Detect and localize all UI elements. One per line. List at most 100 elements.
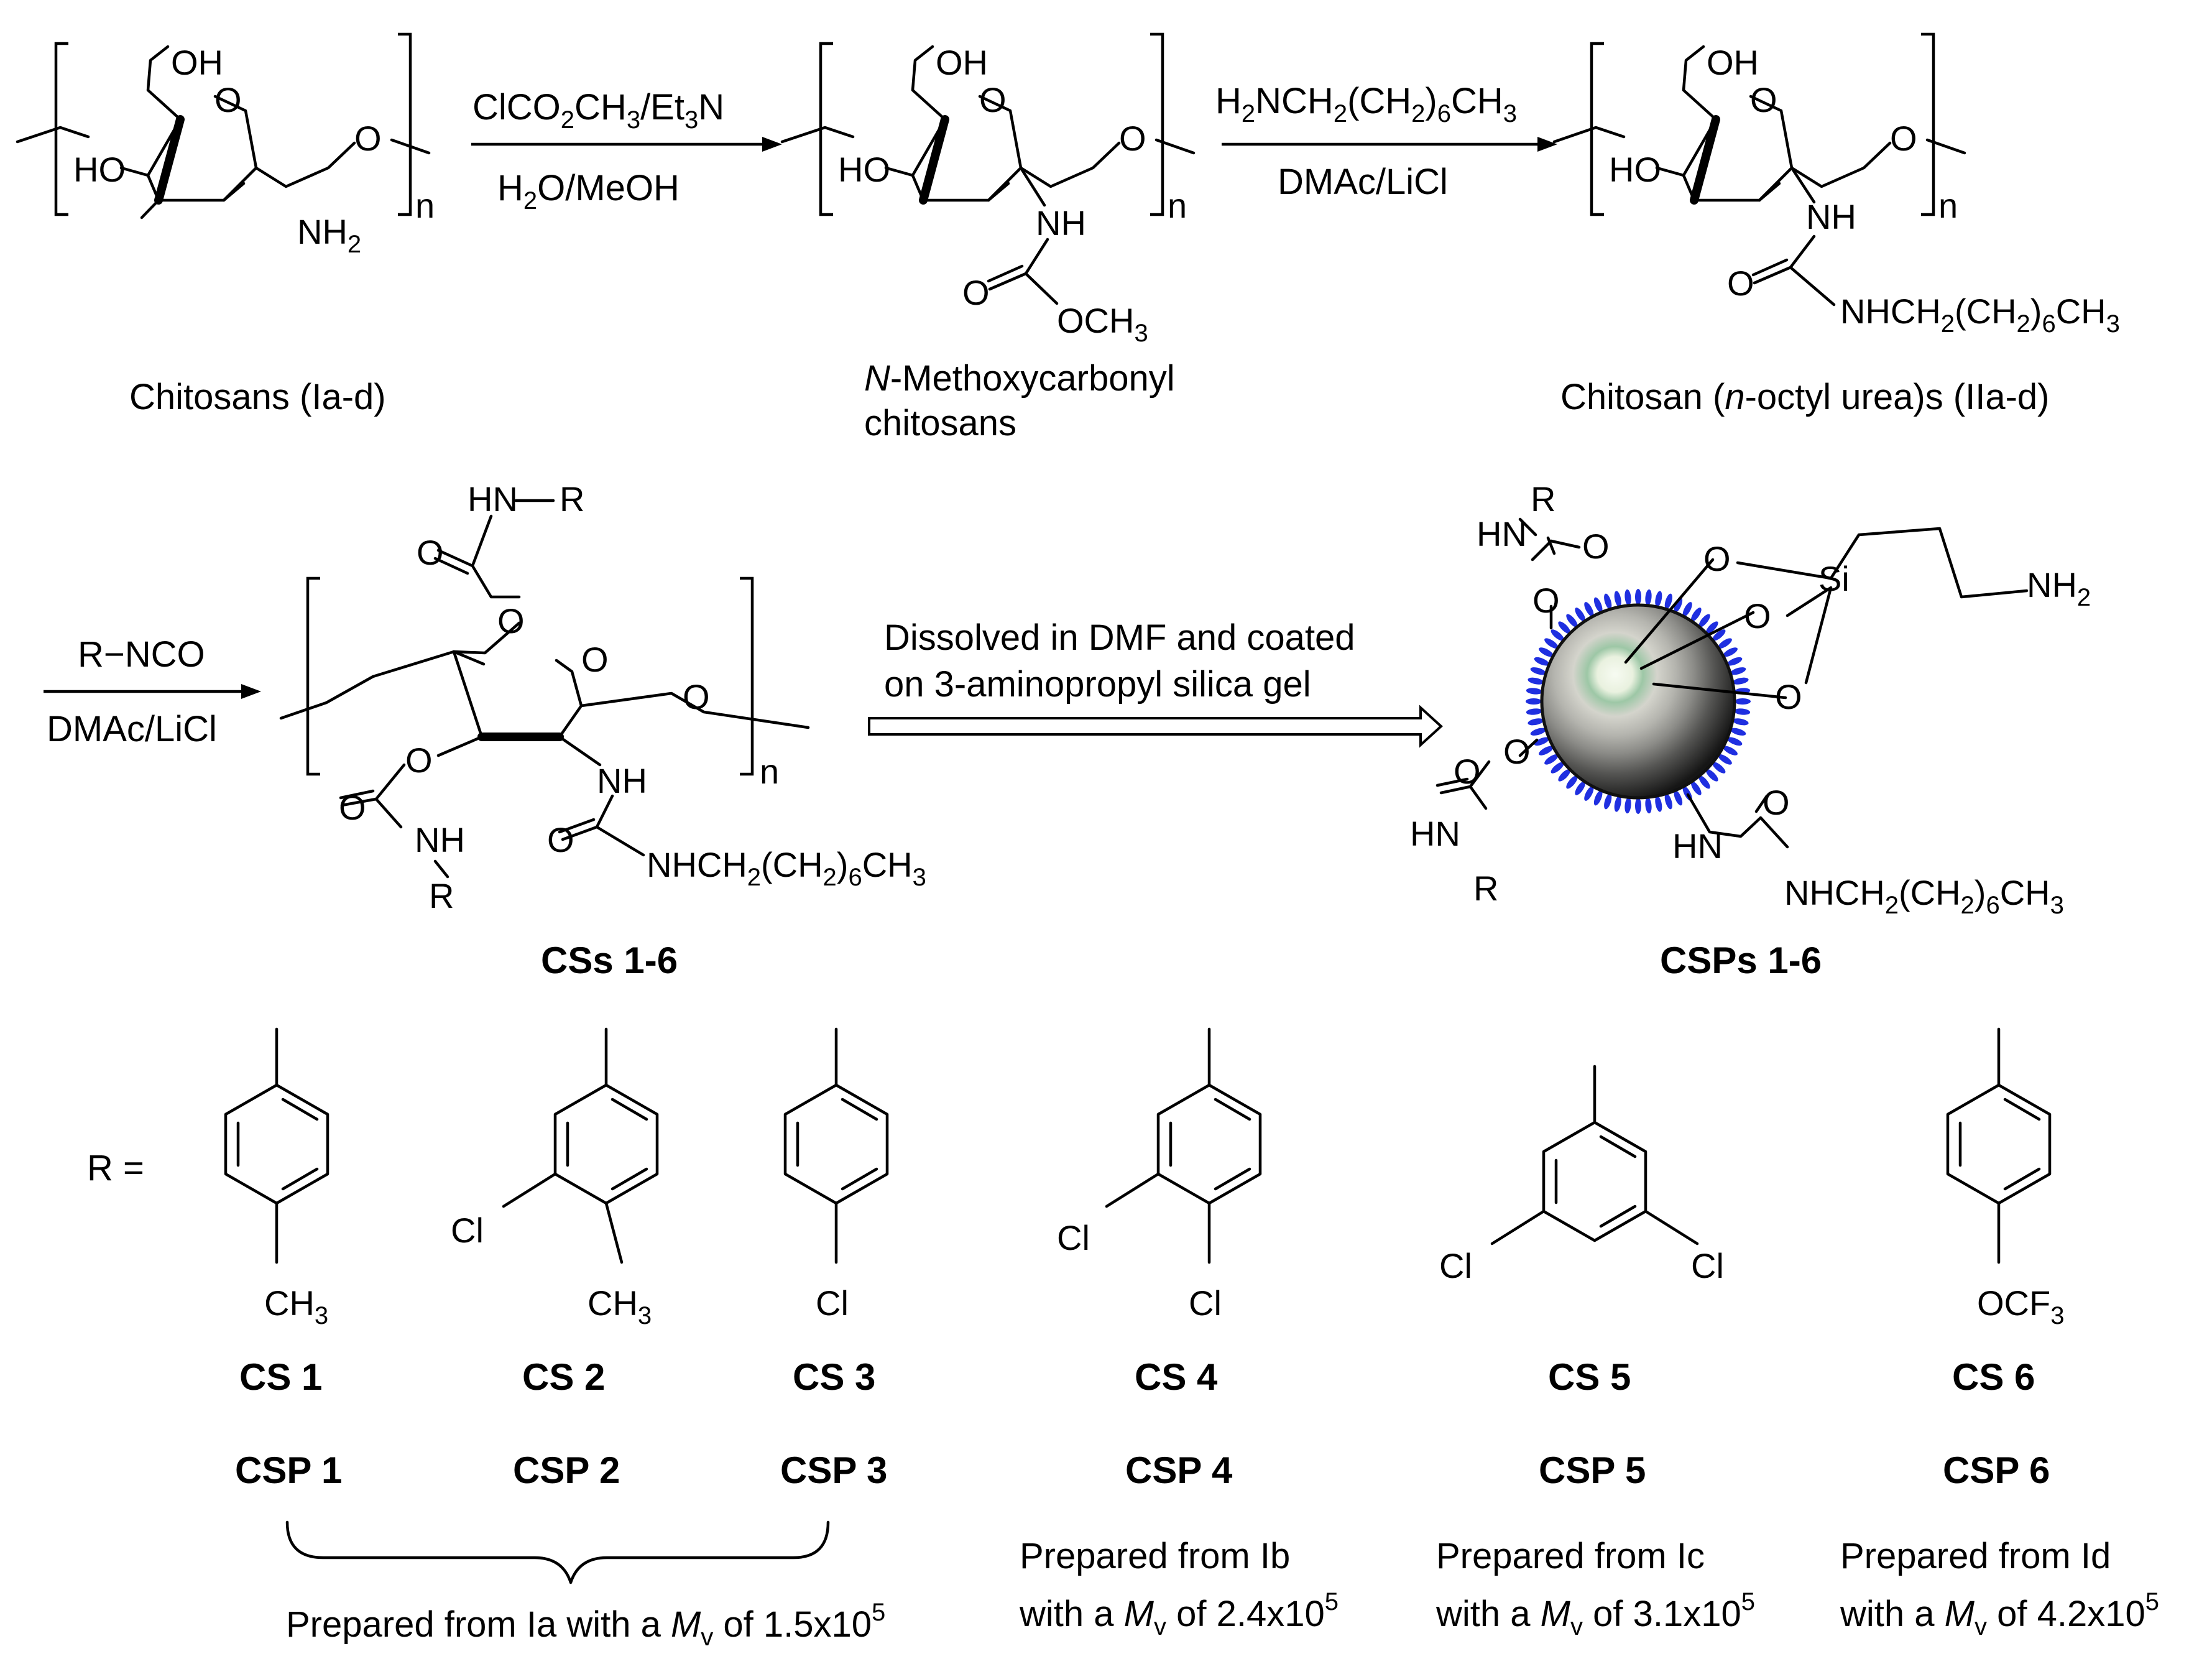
svg-text:on 3-aminopropyl silica gel: on 3-aminopropyl silica gel	[884, 664, 1311, 705]
csp5-label: CSP 5	[1539, 1449, 1646, 1491]
brush-strand	[1712, 762, 1726, 774]
svg-text:HO: HO	[838, 150, 890, 189]
svg-text:R: R	[560, 479, 584, 519]
brush-strand	[1530, 728, 1546, 736]
brush-strand	[1551, 629, 1564, 641]
reaction-arrow-3: R−NCO DMAc/LiCl	[44, 634, 261, 749]
brush-strand	[1645, 589, 1652, 606]
cs6-label: CS 6	[1952, 1356, 2035, 1398]
svg-text:CH3: CH3	[264, 1283, 328, 1329]
brush-strand	[1604, 593, 1612, 609]
svg-text:H2NCH2(CH2)6CH3: H2NCH2(CH2)6CH3	[1215, 81, 1517, 127]
brush-strand	[1593, 597, 1603, 612]
brush-strand	[1635, 589, 1641, 605]
svg-text:DMAc/LiCl: DMAc/LiCl	[47, 709, 217, 749]
cs5-label: CS 5	[1548, 1356, 1631, 1398]
silicon-label: Si	[1818, 559, 1850, 598]
brush-strand	[1539, 647, 1554, 657]
svg-text:NHCH2(CH2)6CH3: NHCH2(CH2)6CH3	[1784, 873, 2064, 919]
svg-text:O: O	[683, 677, 710, 716]
methoxycarbonyl-chitosan-structure: OH O O HO NH O OCH3 n	[780, 32, 1196, 347]
r-group-cs3: Cl	[785, 1027, 887, 1323]
methoxycarbonyl-label: N-Methoxycarbonyl	[864, 358, 1175, 399]
svg-text:O: O	[1750, 80, 1777, 119]
brush-strand	[1735, 698, 1751, 705]
svg-text:O: O	[1119, 119, 1146, 158]
brush-strand	[1733, 677, 1749, 685]
brush-strand	[1655, 796, 1662, 812]
ho-label: HO	[73, 150, 126, 189]
css-structure: HN R O O O O O O NH R NH O NHCH2(CH2)6CH…	[279, 479, 926, 915]
brush-strand	[1718, 638, 1732, 649]
note-ib-line1: Prepared from Ib	[1020, 1536, 1290, 1576]
svg-text:O: O	[417, 533, 444, 572]
svg-text:R: R	[429, 876, 454, 915]
octyl-urea-chitosan-structure: OH O O HO NH O NHCH2(CH2)6CH3 n	[1552, 32, 2120, 338]
oh-label: OH	[171, 43, 223, 82]
note-ia: Prepared from Ia with a Mv of 1.5x105	[286, 1599, 885, 1651]
grouping-brace	[285, 1520, 830, 1584]
brush-strand	[1534, 737, 1549, 746]
brush-strand	[1526, 698, 1542, 705]
csps-label: CSPs 1-6	[1660, 940, 1822, 981]
svg-text:Dissolved in DMF and coated: Dissolved in DMF and coated	[884, 617, 1355, 658]
silica-sphere	[1540, 603, 1736, 800]
och3-label: OCH	[1057, 301, 1134, 340]
svg-text:O: O	[1775, 677, 1802, 716]
brush-strand	[1664, 793, 1672, 810]
r-group-cs2: Cl CH3	[451, 1027, 657, 1329]
svg-text:O: O	[1532, 581, 1560, 620]
chitosan-structure: OH O O HO NH2 n	[16, 32, 435, 258]
svg-text:O: O	[581, 640, 609, 679]
svg-text:Cl: Cl	[451, 1211, 484, 1250]
svg-text:HN: HN	[1672, 826, 1723, 866]
brush-strand	[1718, 754, 1732, 765]
brush-strand	[1723, 647, 1738, 657]
svg-text:Cl: Cl	[1057, 1218, 1090, 1257]
svg-text:O: O	[1454, 752, 1481, 791]
svg-text:n: n	[1938, 186, 1958, 225]
svg-text:NH: NH	[415, 820, 465, 859]
brush-strand	[1690, 781, 1702, 795]
svg-text:CH3: CH3	[588, 1283, 652, 1329]
brush-strand	[1575, 608, 1586, 622]
brush-strand	[1526, 688, 1542, 695]
svg-text:O: O	[339, 788, 366, 827]
chitosan-label: Chitosans (Ia-d)	[129, 377, 386, 417]
brush-strand	[1674, 597, 1683, 612]
brush-strand	[1664, 593, 1672, 609]
note-ic-line1: Prepared from Ic	[1436, 1536, 1705, 1576]
brush-strand	[1705, 621, 1718, 634]
svg-text:H2O/MeOH: H2O/MeOH	[497, 168, 680, 215]
r-group-cs1: CH3	[226, 1027, 328, 1329]
brush-strand	[1558, 621, 1571, 634]
brush-strand	[1734, 708, 1751, 715]
brush-strand	[1730, 667, 1746, 675]
brush-strand	[1584, 602, 1594, 617]
svg-text:NH2: NH2	[2027, 565, 2091, 611]
svg-text:Cl: Cl	[1439, 1246, 1472, 1285]
brush-strand	[1674, 790, 1683, 806]
svg-text:O: O	[1763, 783, 1790, 822]
brush-strand	[1575, 781, 1586, 795]
svg-text:DMAc/LiCl: DMAc/LiCl	[1278, 162, 1448, 202]
repeat-n: n	[415, 186, 435, 225]
svg-text:Cl: Cl	[1691, 1246, 1724, 1285]
brush-strand	[1624, 589, 1631, 606]
brush-strand	[1544, 638, 1559, 649]
r-group-cs5: Cl Cl	[1439, 1065, 1724, 1285]
brush-strand	[1723, 746, 1738, 756]
brush-strand	[1733, 718, 1749, 726]
svg-text:O: O	[497, 601, 525, 640]
brush-strand	[1698, 614, 1710, 627]
brush-strand	[1712, 629, 1726, 641]
svg-text:R: R	[1531, 479, 1555, 519]
brush-strand	[1624, 797, 1631, 814]
svg-text:O: O	[547, 820, 574, 859]
svg-text:R−NCO: R−NCO	[78, 634, 205, 675]
ring-oxygen: O	[214, 80, 242, 119]
svg-text:OH: OH	[1707, 43, 1759, 82]
brush-strand	[1604, 793, 1612, 810]
svg-text:n: n	[760, 752, 779, 791]
